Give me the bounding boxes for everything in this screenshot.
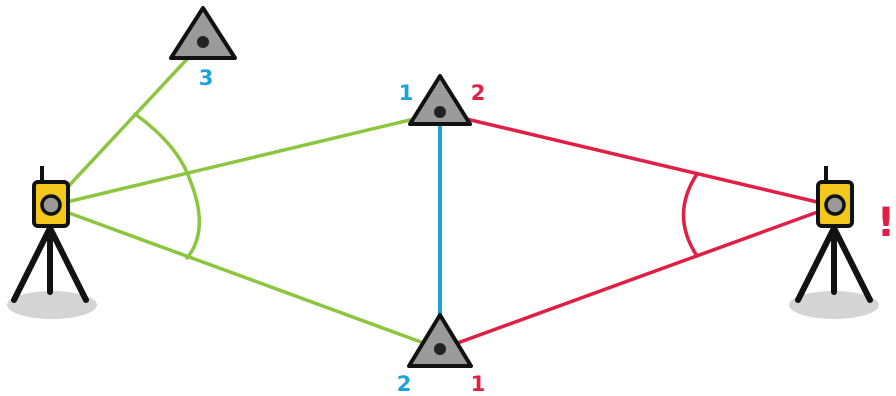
right-tripod-shadow — [789, 291, 879, 319]
target-3-label: 3 — [199, 66, 214, 90]
sight-line-to-target-3 — [48, 40, 205, 208]
bottom-target-label-blue: 2 — [397, 372, 412, 396]
angle-arc-upper — [133, 112, 192, 182]
warning-mark: ! — [877, 200, 895, 246]
green-sight-lines — [48, 40, 442, 351]
angle-arc-lower — [185, 178, 201, 260]
sight-line-to-bottom-target — [48, 204, 442, 351]
triangle-target-icon — [408, 74, 472, 126]
triangle-target-icon — [169, 6, 237, 60]
top-target-label-red: 2 — [471, 81, 486, 105]
red-sight-lines — [439, 111, 836, 351]
bottom-target-label-red: 1 — [471, 372, 486, 396]
sight-line-to-top-target — [48, 111, 441, 208]
total-station-tripod-icon — [795, 166, 873, 303]
sight-line-right-to-bottom-target — [439, 204, 836, 351]
triangle-target-icon — [407, 313, 473, 368]
left-tripod-shadow — [7, 291, 97, 319]
total-station-tripod-icon — [11, 166, 89, 303]
angle-arc-right — [681, 172, 699, 258]
top-target-label-blue: 1 — [399, 81, 414, 105]
sight-line-right-to-top-target — [439, 111, 836, 208]
